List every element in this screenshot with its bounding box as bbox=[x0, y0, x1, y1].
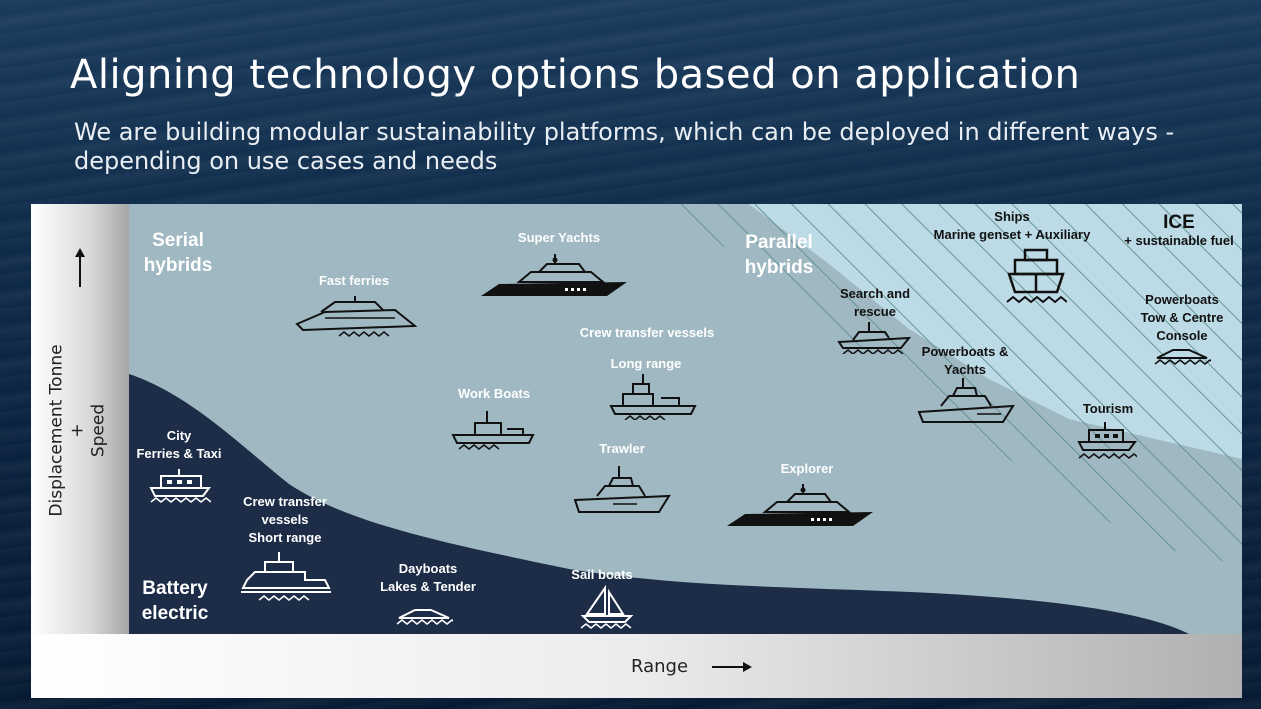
super-yacht-icon bbox=[481, 254, 627, 296]
fast-ferry-icon bbox=[295, 296, 417, 337]
trawler-icon bbox=[573, 466, 671, 513]
y-axis-label: Displacement Tonne + Speed bbox=[33, 204, 129, 634]
page-subtitle: We are building modular sustainability p… bbox=[74, 118, 1175, 175]
y-label-line2: + bbox=[67, 423, 88, 438]
city-ferry-icon bbox=[149, 469, 211, 503]
arrow-right-icon bbox=[711, 662, 752, 672]
page-title: Aligning technology options based on app… bbox=[70, 52, 1081, 98]
tourism-boat-icon bbox=[1077, 422, 1137, 459]
work-boats-label: Work Boats bbox=[458, 386, 530, 401]
x-axis-panel bbox=[31, 634, 1242, 698]
explorer-label: Explorer bbox=[780, 461, 834, 476]
super-yachts-label: Super Yachts bbox=[517, 230, 601, 245]
work-boat-icon bbox=[451, 411, 535, 450]
battery-electric-region bbox=[129, 374, 1189, 634]
crew-vessel-short-icon bbox=[241, 552, 331, 601]
powerboat-yacht-icon bbox=[917, 378, 1015, 423]
powerboats-yachts-label: Powerboats &Yachts bbox=[921, 344, 1009, 377]
tourism-label: Tourism bbox=[1082, 401, 1134, 416]
crew-transfer-long-label: Crew transfer vessels bbox=[579, 325, 715, 340]
regions-svg bbox=[129, 204, 1242, 634]
arrow-up-icon bbox=[75, 248, 85, 287]
x-axis-label: Range bbox=[631, 656, 752, 677]
ship-icon bbox=[1006, 248, 1067, 304]
powerboat-icon bbox=[1154, 349, 1211, 365]
search-rescue-icon bbox=[837, 322, 911, 354]
parallel-hybrid-region bbox=[649, 204, 1242, 564]
fast-ferries-label: Fast ferries bbox=[318, 273, 390, 288]
long-range-label: Long range bbox=[610, 356, 682, 371]
crew-vessel-icon bbox=[609, 374, 697, 420]
y-label-line1: Displacement Tonne bbox=[46, 344, 67, 517]
sail-boats-label: Sail boats bbox=[571, 567, 633, 582]
trawler-label: Trawler bbox=[599, 441, 645, 456]
dayboat-icon bbox=[396, 609, 453, 625]
ice-label: ICE+ sustainable fuel bbox=[1124, 212, 1234, 248]
sailboat-icon bbox=[580, 584, 634, 629]
y-label-line3: Speed bbox=[88, 403, 109, 458]
explorer-icon bbox=[727, 484, 873, 526]
